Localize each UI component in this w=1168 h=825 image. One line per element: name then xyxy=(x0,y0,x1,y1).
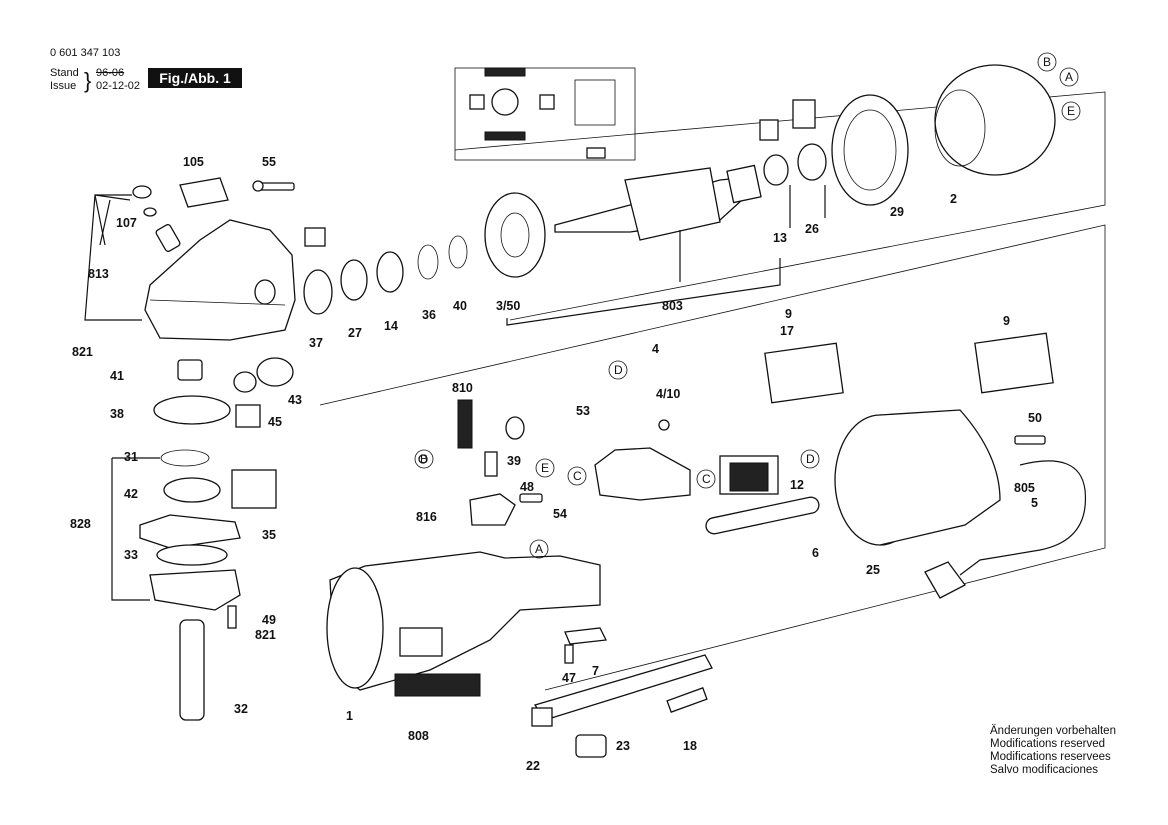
gear-head-housing xyxy=(144,219,296,341)
fan-housing-29 xyxy=(831,94,909,206)
screw-50 xyxy=(1014,435,1046,445)
circle-c-right: C xyxy=(702,472,711,486)
label-36: 36 xyxy=(422,308,436,322)
label-53: 53 xyxy=(576,404,590,418)
label-17: 17 xyxy=(780,324,794,338)
label-821-bottom: 821 xyxy=(255,628,276,642)
wiring-schematic xyxy=(454,67,636,161)
armature xyxy=(484,164,762,278)
note-fr: Modifications reservees xyxy=(990,751,1111,763)
label-810: 810 xyxy=(452,381,473,395)
label-23: 23 xyxy=(616,739,630,753)
label-29: 29 xyxy=(890,205,904,219)
gear-train xyxy=(139,357,294,721)
brush-holder-parts xyxy=(418,399,779,526)
label-49: 49 xyxy=(262,613,276,627)
power-cord-5 xyxy=(924,460,1087,599)
label-805: 805 xyxy=(1014,481,1035,495)
label-37: 37 xyxy=(309,336,323,350)
stand-label: Stand xyxy=(50,67,79,79)
label-107: 107 xyxy=(116,216,137,230)
label-25: 25 xyxy=(866,563,880,577)
label-43: 43 xyxy=(288,393,302,407)
label-4-10: 4/10 xyxy=(656,387,680,401)
circle-a-bottom: A xyxy=(535,542,543,556)
label-3-50: 3/50 xyxy=(496,299,520,313)
circle-b-top: B xyxy=(1043,55,1051,69)
bearing-row xyxy=(303,227,468,315)
label-5: 5 xyxy=(1031,496,1038,510)
shaft-6 xyxy=(705,496,820,535)
circle-a-top: A xyxy=(1065,70,1073,84)
label-14: 14 xyxy=(384,319,398,333)
label-2: 2 xyxy=(950,192,957,206)
modification-notes: Änderungen vorbehalten Modifications res… xyxy=(990,725,1116,777)
doc-number: 0 601 347 103 xyxy=(50,47,121,59)
label-1: 1 xyxy=(346,709,353,723)
label-821-top: 821 xyxy=(72,345,93,359)
label-54: 54 xyxy=(553,507,567,521)
label-27: 27 xyxy=(348,326,362,340)
label-32: 32 xyxy=(234,702,248,716)
label-816: 816 xyxy=(416,510,437,524)
label-40: 40 xyxy=(453,299,467,313)
label-18: 18 xyxy=(683,739,697,753)
label-31: 31 xyxy=(124,450,138,464)
note-es: Salvo modificaciones xyxy=(990,764,1099,776)
label-41: 41 xyxy=(110,369,124,383)
labels-9-17 xyxy=(764,332,1054,404)
note-de: Änderungen vorbehalten xyxy=(990,725,1116,737)
label-813: 813 xyxy=(88,267,109,281)
label-55: 55 xyxy=(262,155,276,169)
label-42: 42 xyxy=(124,487,138,501)
label-7: 7 xyxy=(592,664,599,678)
label-38: 38 xyxy=(110,407,124,421)
part-number-labels: 105 55 107 813 821 37 27 14 36 40 3/50 8… xyxy=(70,155,1042,773)
note-en: Modifications reserved xyxy=(990,738,1106,750)
label-22: 22 xyxy=(526,759,540,773)
label-39: 39 xyxy=(507,454,521,468)
field-coil-2 xyxy=(934,64,1056,176)
circle-reference-labels: B A E B E C D C D A xyxy=(414,52,1081,559)
label-45: 45 xyxy=(268,415,282,429)
circle-d-right: D xyxy=(806,452,815,466)
label-35: 35 xyxy=(262,528,276,542)
spindle-lock-parts xyxy=(132,185,181,252)
issue-date: 02-12-02 xyxy=(96,80,141,92)
circle-d-middle: D xyxy=(614,363,623,377)
circle-e-top: E xyxy=(1067,104,1075,118)
nameplate-105 xyxy=(179,177,229,208)
motor-housing-1 xyxy=(326,551,601,697)
label-803: 803 xyxy=(662,299,683,313)
label-47: 47 xyxy=(562,671,576,685)
circle-b-middle: B xyxy=(420,452,428,466)
bearing-13-26 xyxy=(759,99,827,186)
old-date: 96-06 xyxy=(96,67,125,79)
rear-cover-25 xyxy=(834,409,1001,546)
label-26: 26 xyxy=(805,222,819,236)
label-50: 50 xyxy=(1028,411,1042,425)
circle-e-middle: E xyxy=(541,461,549,475)
issue-label: Issue xyxy=(50,80,77,92)
label-808: 808 xyxy=(408,729,429,743)
figure-label: Fig./Abb. 1 xyxy=(148,68,242,88)
label-9-left: 9 xyxy=(785,307,792,321)
label-6: 6 xyxy=(812,546,819,560)
label-105: 105 xyxy=(183,155,204,169)
screw-55 xyxy=(252,180,295,192)
circle-c-middle: C xyxy=(573,469,582,483)
switch-rod-22-23-18 xyxy=(531,627,713,758)
label-12: 12 xyxy=(790,478,804,492)
label-48: 48 xyxy=(520,480,534,494)
label-13: 13 xyxy=(773,231,787,245)
label-828: 828 xyxy=(70,517,91,531)
brace-glyph: } xyxy=(84,68,92,93)
label-4: 4 xyxy=(652,342,659,356)
label-9-right: 9 xyxy=(1003,314,1010,328)
leader-lines xyxy=(84,185,826,601)
label-33: 33 xyxy=(124,548,138,562)
frame-lines xyxy=(319,91,1106,691)
